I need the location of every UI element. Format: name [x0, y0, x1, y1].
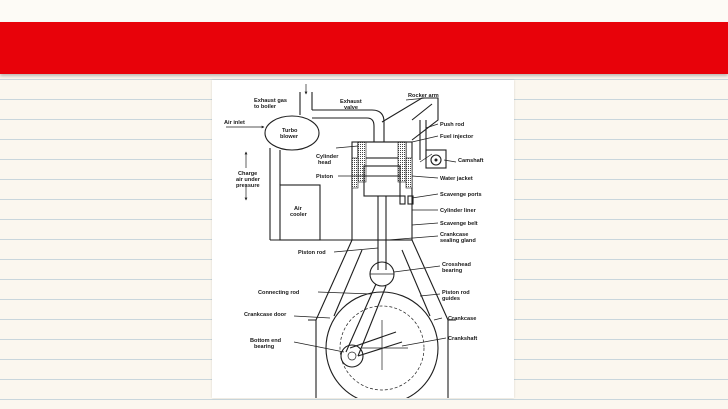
connecting-rod: [345, 283, 403, 357]
exhaust-duct: [299, 84, 385, 142]
crank-disc: [325, 291, 439, 398]
turbo-blower: [226, 115, 320, 151]
charge-air-duct: [244, 148, 281, 240]
label-push-rod: Push rod: [440, 122, 465, 128]
crosshead-bearing: [369, 261, 395, 287]
label-crosshead: Crosshead: [442, 262, 471, 268]
crankcase-frame: [308, 239, 456, 398]
label-exhaust-gas: Exhaust gas: [254, 98, 287, 104]
label-bottom-end-2: bearing: [254, 344, 275, 350]
label-cylinder-liner: Cylinder liner: [440, 208, 477, 214]
label-crankcase-door: Crankcase door: [244, 312, 287, 318]
label-turbo: Turbo: [282, 128, 298, 134]
label-fuel-injector: Fuel injector: [440, 134, 474, 140]
label-camshaft: Camshaft: [458, 158, 484, 164]
label-scavenge-belt: Scavenge belt: [440, 221, 478, 227]
air-cooler: [270, 184, 352, 241]
labels: Exhaust gas to boiler Exhaust valve Rock…: [224, 93, 484, 350]
piston-rod: [362, 196, 402, 270]
engine-diagram-svg: Exhaust gas to boiler Exhaust valve Rock…: [224, 84, 484, 398]
label-crosshead-2: bearing: [442, 268, 463, 274]
label-charge: Charge: [238, 171, 257, 177]
label-turbo-2: blower: [280, 134, 299, 140]
engine-diagram: Exhaust gas to boiler Exhaust valve Rock…: [212, 80, 514, 398]
label-crankshaft: Crankshaft: [448, 336, 477, 342]
leader-lines: [293, 97, 457, 353]
scavenge-ports: [399, 195, 414, 205]
label-rocker-arm: Rocker arm: [408, 93, 439, 99]
label-piston: Piston: [316, 174, 334, 180]
label-exhaust-gas-2: to boiler: [254, 104, 277, 110]
label-cylinder-head: Cylinder: [316, 154, 339, 160]
label-cylinder-head-2: head: [318, 160, 332, 166]
label-air-cooler: Air: [294, 206, 303, 212]
label-scavenge-ports: Scavenge ports: [440, 192, 482, 198]
camshaft: [425, 149, 447, 169]
label-air-inlet: Air inlet: [224, 120, 245, 126]
label-crankcase-gland-2: sealing gland: [440, 238, 476, 244]
label-charge-2: air under: [236, 177, 261, 183]
bottom-end-bearing: [340, 344, 364, 368]
label-piston-rod: Piston rod: [298, 250, 326, 256]
label-exhaust-valve-2: valve: [344, 105, 358, 111]
label-crankcase: Crankcase: [448, 316, 476, 322]
label-bottom-end: Bottom end: [250, 338, 282, 344]
label-crankcase-gland: Crankcase: [440, 232, 468, 238]
label-charge-3: pressure: [236, 183, 260, 189]
top-band: [0, 0, 728, 22]
label-water-jacket: Water jacket: [440, 176, 473, 182]
title-banner: [0, 22, 728, 74]
rocker-arm-assembly: [381, 97, 439, 163]
label-piston-rod-guides-2: guides: [442, 296, 460, 302]
label-connecting-rod: Connecting rod: [258, 290, 300, 296]
piston: [363, 165, 401, 197]
label-piston-rod-guides: Piston rod: [442, 290, 470, 296]
label-exhaust-valve: Exhaust: [340, 99, 362, 105]
label-air-cooler-2: cooler: [290, 212, 308, 218]
